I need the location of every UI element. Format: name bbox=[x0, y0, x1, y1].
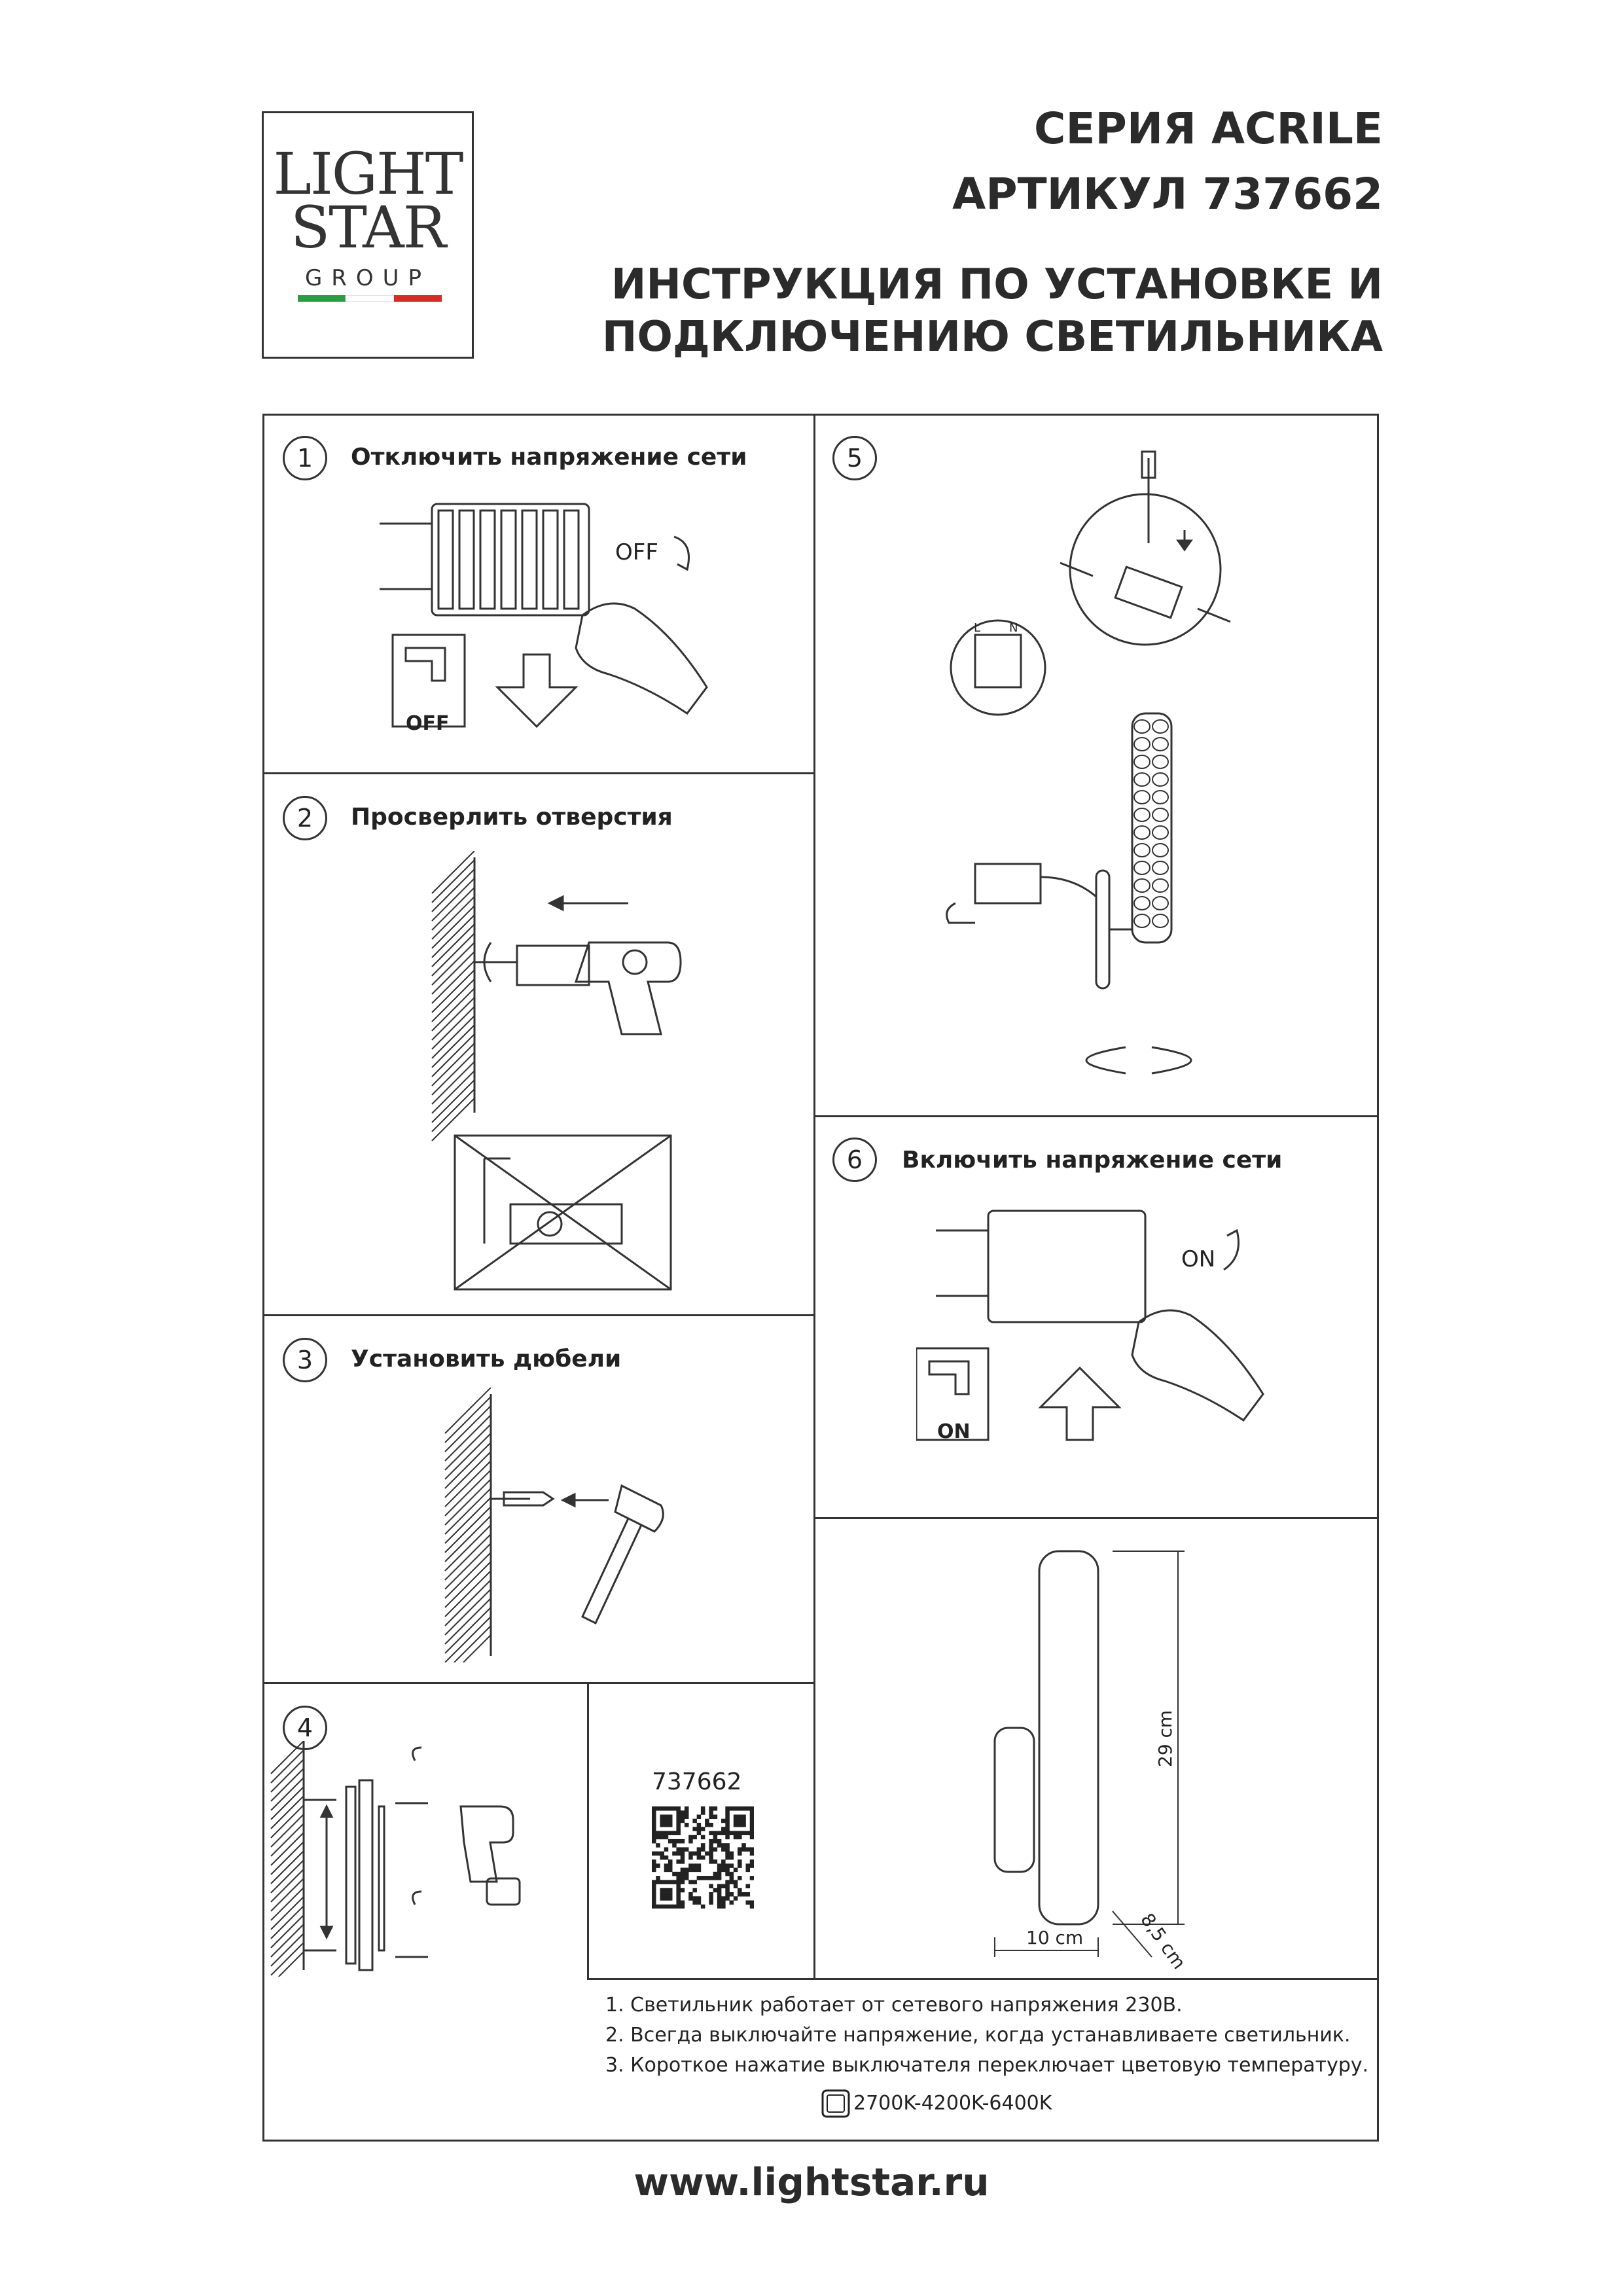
dimension-depth: 8,5 cm bbox=[1136, 1909, 1190, 1973]
grid-divider-h2 bbox=[262, 1314, 815, 1316]
terminal-n-label: N bbox=[1009, 621, 1018, 635]
note-1: 1. Светильник работает от сетевого напря… bbox=[605, 1994, 1183, 2017]
website-url: www.lightstar.ru bbox=[633, 2160, 990, 2204]
step-title-2: Просверлить отверстия bbox=[351, 804, 673, 831]
step-number-4: 4 bbox=[283, 1706, 327, 1750]
note-2: 2. Всегда выключайте напряжение, когда у… bbox=[605, 2024, 1351, 2047]
step-title-3: Установить дюбели bbox=[351, 1346, 622, 1372]
grid-divider-h5 bbox=[813, 1517, 1379, 1519]
on-label: ON bbox=[1181, 1246, 1215, 1272]
step-number-5: 5 bbox=[832, 436, 877, 480]
mounting-plate-illustration bbox=[270, 1741, 521, 1977]
step-number-1: 1 bbox=[283, 436, 327, 480]
breaker-on-illustration: ON bbox=[916, 1210, 1264, 1441]
step-number-3: 3 bbox=[283, 1338, 327, 1382]
off-label: OFF bbox=[615, 539, 658, 565]
grid-divider-h4 bbox=[813, 1115, 1379, 1117]
qr-code bbox=[652, 1806, 754, 1909]
switch-square-icon bbox=[821, 2089, 850, 2118]
instruction-title-line2: ПОДКЛЮЧЕНИЮ СВЕТИЛЬНИКА bbox=[601, 313, 1383, 361]
product-code: 737662 bbox=[652, 1768, 742, 1795]
logo-text-light: LIGHT bbox=[273, 140, 464, 207]
italian-flag-stripe bbox=[298, 295, 442, 302]
logo-text-star: STAR bbox=[291, 194, 446, 261]
drill-wall-illustration bbox=[431, 851, 682, 1291]
step-title-1: Отключить напряжение сети bbox=[351, 444, 747, 471]
step-number-6: 6 bbox=[832, 1138, 877, 1182]
article-number: АРТИКУЛ 737662 bbox=[952, 169, 1383, 219]
grid-divider-step4 bbox=[587, 1682, 589, 1978]
logo-text-group: GROUP bbox=[304, 265, 431, 291]
dimension-height: 29 cm bbox=[1154, 1710, 1176, 1767]
grid-divider-h6 bbox=[587, 1978, 1379, 1980]
step-title-6: Включить напряжение сети bbox=[902, 1147, 1283, 1174]
grid-divider-h3 bbox=[262, 1682, 815, 1684]
dimension-width: 10 cm bbox=[1026, 1927, 1083, 1948]
grid-divider-h1 bbox=[262, 772, 815, 774]
switch-on-label: ON bbox=[937, 1420, 971, 1443]
grid-divider-center bbox=[813, 414, 815, 1978]
step-number-2: 2 bbox=[283, 796, 327, 840]
instruction-grid bbox=[262, 414, 1379, 2142]
dimensions-drawing: 29 cm 10 cm 8,5 cm bbox=[993, 1550, 1190, 1973]
breaker-off-illustration: OFF bbox=[380, 503, 708, 728]
note-3: 3. Короткое нажатие выключателя переключ… bbox=[605, 2054, 1369, 2077]
terminal-l-label: L bbox=[974, 621, 980, 635]
wiring-assembly-illustration: L N bbox=[946, 450, 1231, 1075]
brand-logo: LIGHT STAR GROUP bbox=[262, 111, 474, 359]
dowel-hammer-illustration bbox=[444, 1388, 664, 1662]
series-title: СЕРИЯ ACRILE bbox=[1034, 103, 1383, 154]
instruction-title-line1: ИНСТРУКЦИЯ ПО УСТАНОВКЕ И bbox=[611, 260, 1383, 309]
switch-off-label: OFF bbox=[406, 712, 450, 735]
color-temperature: 2700K-4200K-6400K bbox=[853, 2092, 1052, 2115]
